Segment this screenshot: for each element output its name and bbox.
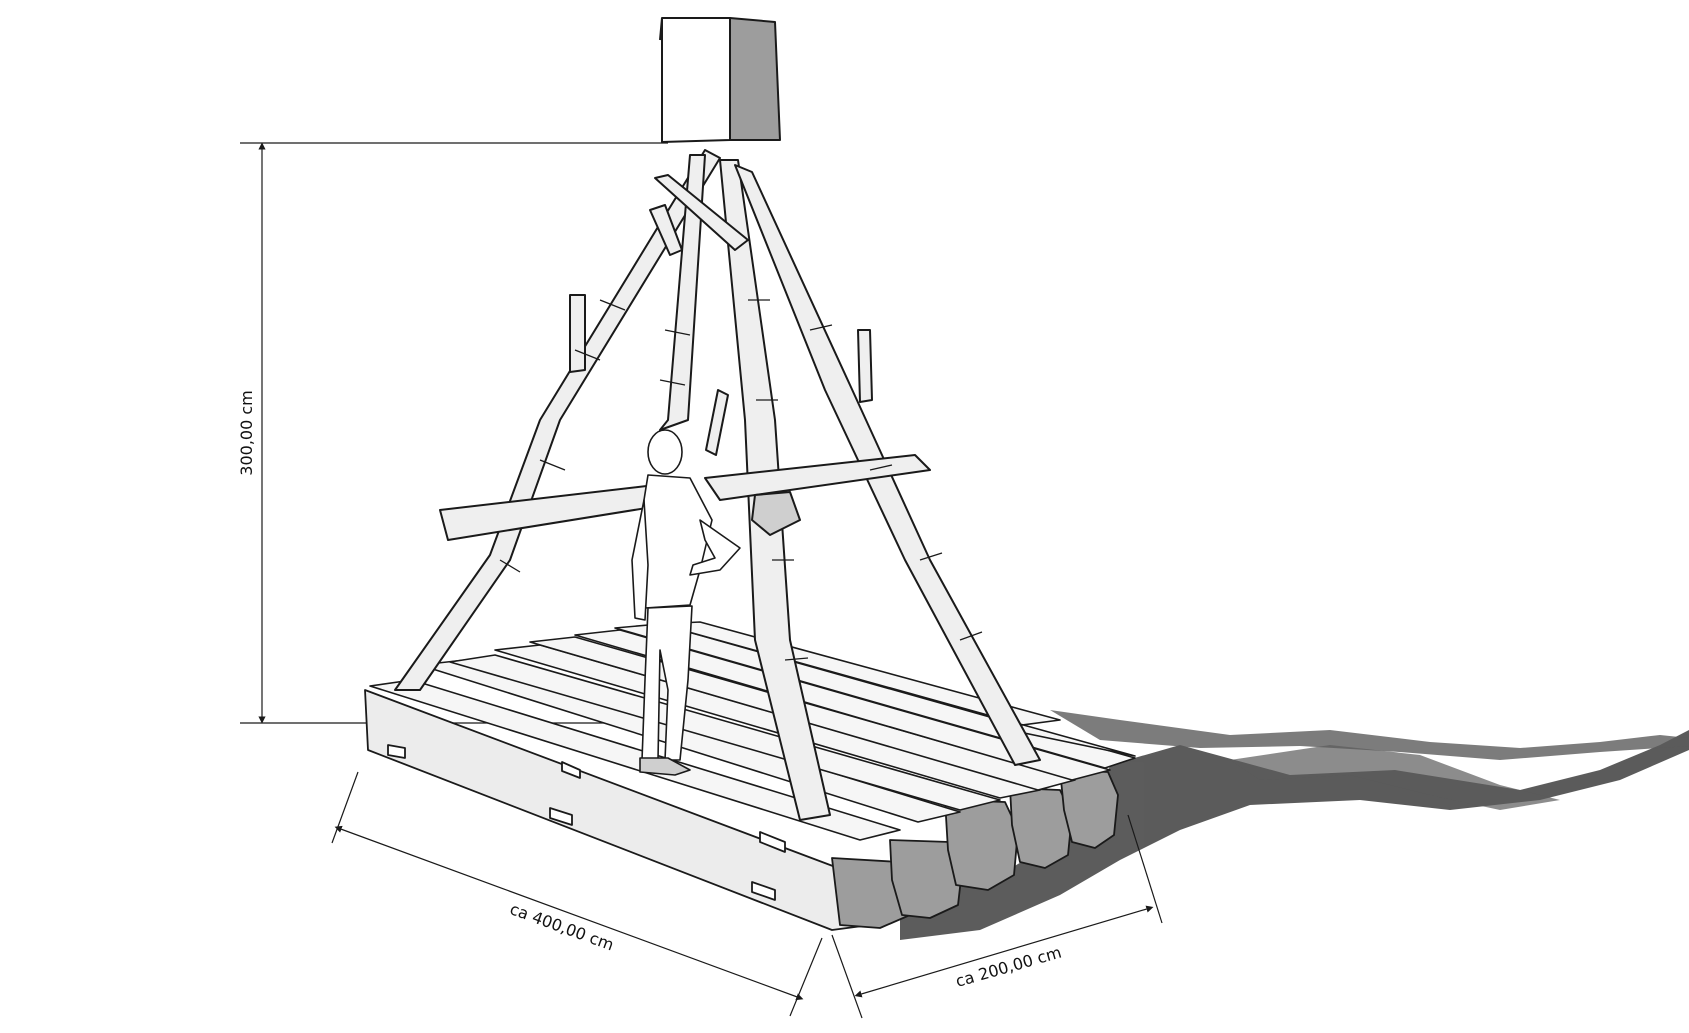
person-legs [641, 605, 693, 761]
width-dimension-line [854, 905, 1154, 998]
length-dimension-line [334, 825, 804, 1001]
top-barrel [659, 17, 781, 143]
height-label: 300,00 cm [237, 390, 256, 475]
crossbar-right [704, 454, 931, 501]
deck-plank-1 [369, 679, 901, 841]
width-extension-right [1127, 814, 1163, 924]
deck-planks [369, 621, 1136, 841]
branch-stub-left [569, 294, 586, 373]
pole-right-back [734, 164, 1041, 766]
person-shoes [639, 757, 691, 776]
crossbar-left [439, 484, 666, 541]
length-extension-left [331, 771, 359, 844]
barrel-front [661, 17, 731, 143]
tripod-poles [394, 149, 1041, 821]
scale-figure-person [631, 429, 741, 776]
width-extension-left [831, 934, 863, 1019]
barrel-side [729, 17, 781, 141]
pole-center [659, 154, 706, 431]
person-arm-right [689, 519, 741, 576]
crossbar-knot [751, 491, 801, 536]
top-cross-beam [654, 174, 749, 251]
float-end-5 [1059, 769, 1119, 849]
raft-floats [364, 689, 1119, 931]
branch-stub-center [705, 389, 729, 456]
float-end-3 [944, 799, 1019, 891]
deck-plank-6 [574, 629, 1111, 781]
length-dimension [331, 771, 823, 1017]
person-head [647, 429, 683, 475]
person-arm-left [631, 499, 649, 621]
width-dimension [831, 814, 1163, 1019]
person-torso [639, 474, 713, 609]
length-label: ca 400,00 cm [507, 899, 616, 954]
branch-stub-right [857, 329, 873, 403]
length-extension-right [789, 937, 823, 1017]
